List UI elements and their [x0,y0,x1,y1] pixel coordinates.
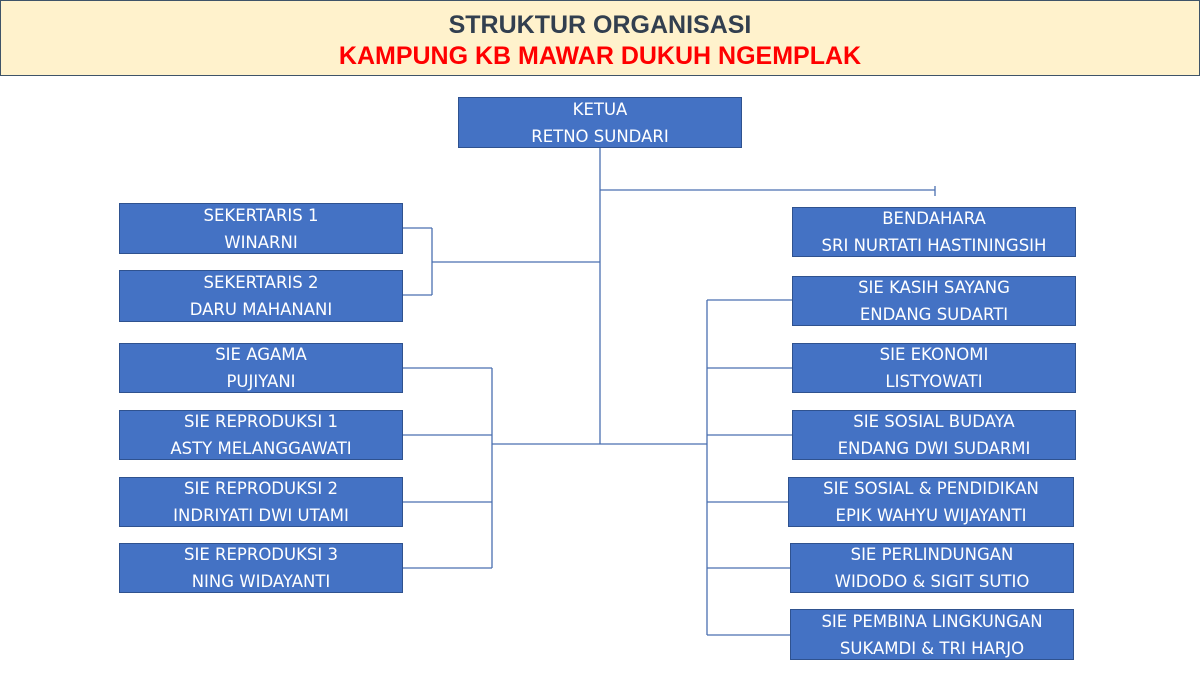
node-role: SIE EKONOMI [879,345,989,364]
node-name: ENDANG DWI SUDARMI [837,439,1031,458]
node-name: SUKAMDI & TRI HARJO [839,638,1025,658]
node-role: SIE REPRODUKSI 1 [184,412,338,431]
node-sekretaris-1: SEKERTARIS 1 WINARNI [119,203,403,254]
node-name: INDRIYATI DWI UTAMI [173,506,349,525]
node-bendahara: BENDAHARA SRI NURTATI HASTININGSIH [792,207,1076,257]
node-sekretaris-2: SEKERTARIS 2 DARU MAHANANI [119,270,403,322]
node-name: DARU MAHANANI [189,300,333,319]
node-name: LISTYOWATI [885,372,983,391]
node-sie-pembina-lingkungan: SIE PEMBINA LINGKUNGAN SUKAMDI & TRI HARJ… [790,609,1074,660]
node-role: SIE SOSIAL & PENDIDIKAN [823,479,1039,498]
node-role: SIE AGAMA [215,345,307,364]
node-role: KETUA [572,99,628,119]
node-sie-sosial-budaya: SIE SOSIAL BUDAYA ENDANG DWI SUDARMI [792,410,1076,460]
node-name: PUJIYANI [226,372,296,391]
node-sie-agama: SIE AGAMA PUJIYANI [119,343,403,393]
node-sie-perlindungan: SIE PERLINDUNGAN WIDODO & SIGIT SUTIO [790,543,1074,593]
node-name: ENDANG SUDARTI [859,305,1009,324]
node-sie-reproduksi-3: SIE REPRODUKSI 3 NING WIDAYANTI [119,543,403,593]
page-subtitle: KAMPUNG KB MAWAR DUKUH NGEMPLAK [338,42,862,70]
node-role: SIE PERLINDUNGAN [850,545,1014,564]
node-sie-kasih-sayang: SIE KASIH SAYANG ENDANG SUDARTI [792,276,1076,326]
node-sie-ekonomi: SIE EKONOMI LISTYOWATI [792,343,1076,393]
node-role: SEKERTARIS 2 [203,273,319,292]
node-role: SIE KASIH SAYANG [858,278,1010,297]
node-role: SIE REPRODUKSI 3 [184,545,338,564]
node-sie-reproduksi-1: SIE REPRODUKSI 1 ASTY MELANGGAWATI [119,410,403,460]
node-name: WINARNI [224,232,298,252]
node-sie-sosial-pendidikan: SIE SOSIAL & PENDIDIKAN EPIK WAHYU WIJAYA… [788,477,1074,527]
node-role: SIE SOSIAL BUDAYA [853,412,1015,431]
title-banner: STRUKTUR ORGANISASI KAMPUNG KB MAWAR DUK… [0,0,1200,76]
node-name: SRI NURTATI HASTININGSIH [821,236,1047,255]
node-sie-reproduksi-2: SIE REPRODUKSI 2 INDRIYATI DWI UTAMI [119,477,403,527]
node-name: ASTY MELANGGAWATI [170,439,352,458]
node-name: RETNO SUNDARI [531,126,669,146]
node-role: SEKERTARIS 1 [203,205,319,225]
node-role: BENDAHARA [882,209,986,228]
node-role: SIE REPRODUKSI 2 [184,479,338,498]
node-name: EPIK WAHYU WIJAYANTI [835,506,1027,525]
node-role: SIE PEMBINA LINGKUNGAN [821,611,1043,631]
node-name: WIDODO & SIGIT SUTIO [834,572,1030,591]
page-title: STRUKTUR ORGANISASI [448,11,752,39]
node-ketua: KETUA RETNO SUNDARI [458,97,742,148]
node-name: NING WIDAYANTI [191,572,331,591]
